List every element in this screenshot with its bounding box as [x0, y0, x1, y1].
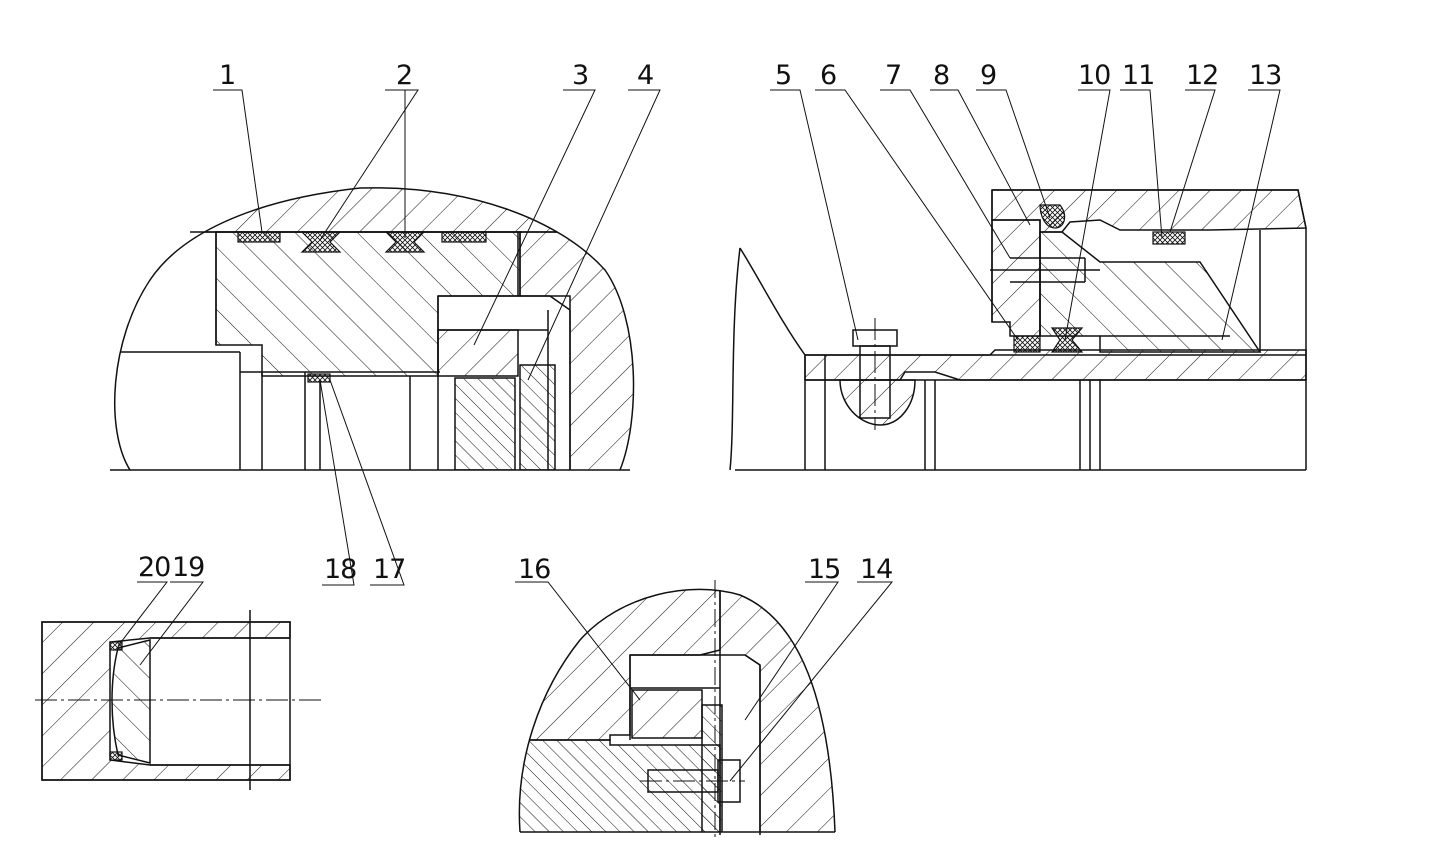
seal-1 [237, 231, 281, 243]
piston-19-section [111, 639, 151, 764]
callout-15: 15 [808, 554, 840, 585]
seal-dust [441, 231, 487, 243]
callout-18: 18 [324, 554, 356, 585]
callout-11: 11 [1122, 60, 1154, 91]
callout-14: 14 [860, 554, 892, 585]
view-bottom-middle [518, 580, 836, 840]
callout-7: 7 [885, 60, 901, 91]
callout-3: 3 [572, 60, 588, 91]
housing-bottom-left [41, 621, 291, 781]
seal-20b [109, 751, 123, 761]
guide-ring-16 [631, 689, 703, 739]
break-outline [113, 187, 635, 471]
bushing-section [454, 377, 516, 470]
callout-6: 6 [820, 60, 836, 91]
seal-2b [384, 231, 426, 253]
cover-section [991, 219, 1041, 337]
callout-1: 1 [219, 60, 235, 91]
callout-20: 20 [138, 552, 170, 583]
callout-5: 5 [775, 60, 791, 91]
seal-6 [1013, 335, 1041, 353]
seal-9 [1039, 204, 1066, 229]
right-block-section [719, 589, 835, 832]
callout-9: 9 [980, 60, 996, 91]
callout-12: 12 [1186, 60, 1218, 91]
seal-10 [1050, 327, 1084, 353]
view-top-right [729, 189, 1307, 471]
break-outline-bm [518, 588, 836, 833]
callout-2: 2 [396, 60, 412, 91]
callout-13: 13 [1249, 60, 1281, 91]
callout-17: 17 [373, 554, 405, 585]
callout-19: 19 [172, 552, 204, 583]
callout-labels: 1 2 3 4 5 6 7 8 9 10 11 12 13 14 15 16 1… [138, 60, 1282, 585]
seal-12 [1152, 231, 1186, 245]
seal-20a [109, 641, 123, 651]
callout-8: 8 [933, 60, 949, 91]
callout-4: 4 [637, 60, 653, 91]
callout-16: 16 [518, 554, 550, 585]
cylinder-wall-section [114, 187, 634, 233]
leader-lines [117, 89, 1281, 782]
screw-5-hole [839, 379, 916, 426]
seal-18 [307, 373, 331, 383]
view-top-left [110, 187, 635, 471]
lower-block-section [519, 739, 721, 832]
callout-10: 10 [1078, 60, 1110, 91]
wiper-section [519, 364, 556, 470]
seal-2a [300, 231, 342, 253]
view-bottom-left [35, 610, 325, 790]
